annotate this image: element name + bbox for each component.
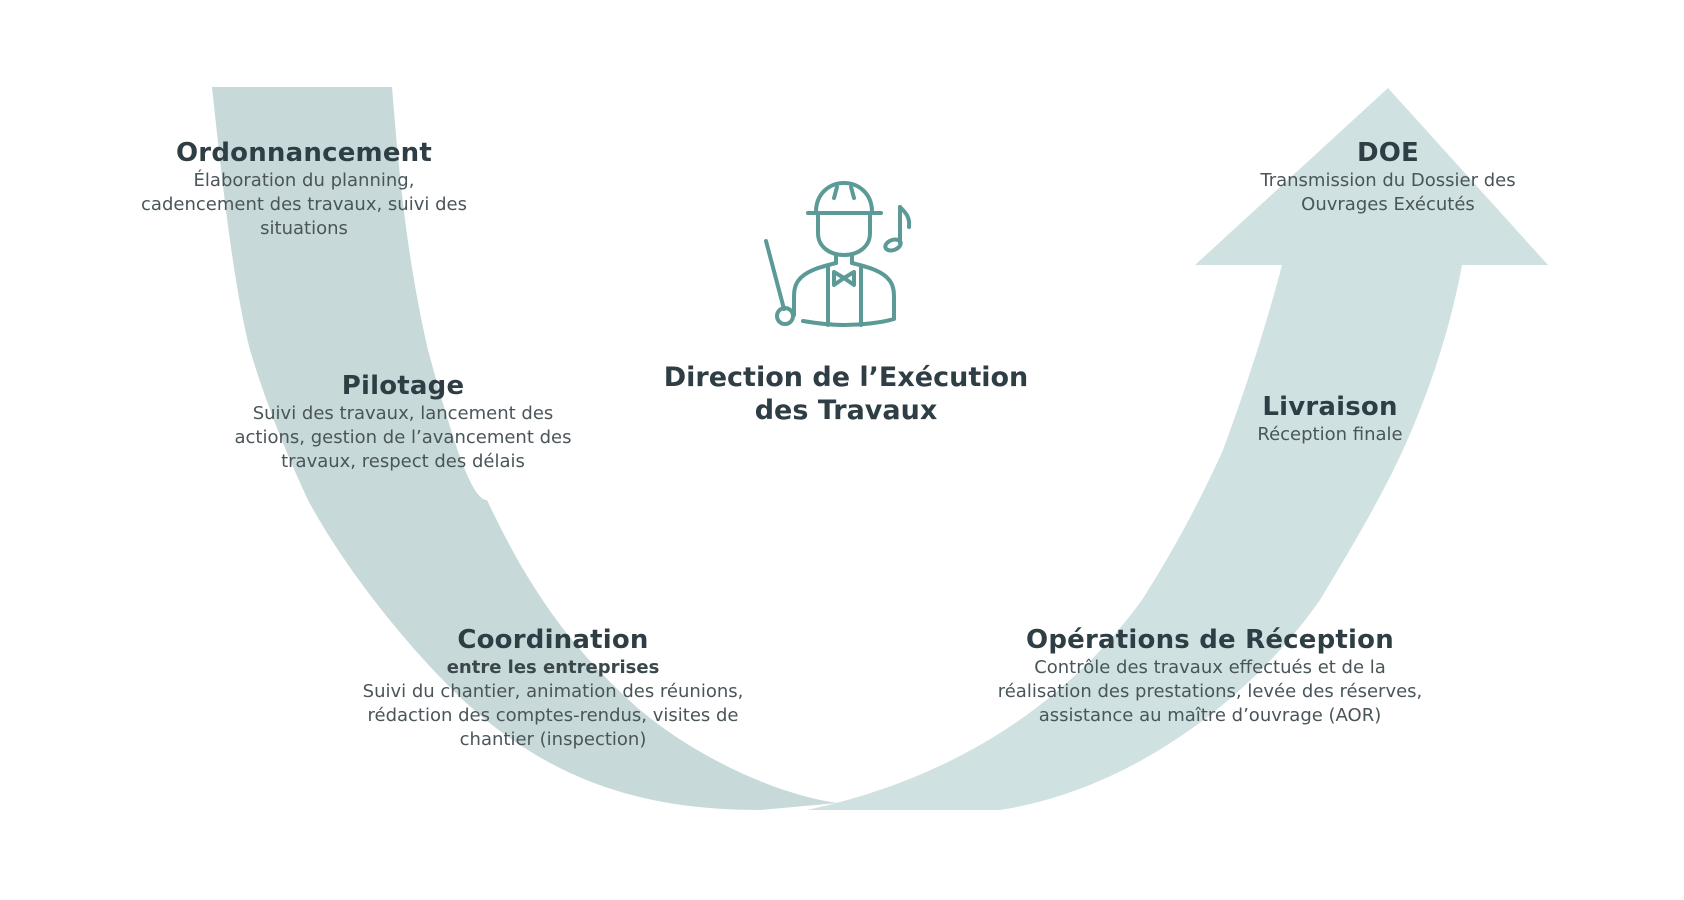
stage-desc-line: situations: [260, 218, 348, 239]
stage-desc-line: cadencement des travaux, suivi des: [141, 194, 467, 215]
stage-doe: DOE Transmission du Dossier des Ouvrages…: [1260, 137, 1515, 217]
stage-desc-line: Élaboration du planning,: [193, 170, 415, 191]
stage-desc-line: Ouvrages Exécutés: [1301, 194, 1475, 215]
stage-pilotage: Pilotage Suivi des travaux, lancement de…: [234, 370, 571, 474]
stage-title: Opérations de Réception: [1026, 625, 1394, 655]
stage-desc-line: travaux, respect des délais: [281, 451, 525, 472]
stage-desc-line: Transmission du Dossier des: [1260, 170, 1516, 191]
stage-desc-line: Réception finale: [1257, 424, 1403, 445]
stage-subtitle: entre les entreprises: [446, 657, 660, 678]
stage-title: Ordonnancement: [176, 138, 432, 168]
stage-desc-line: Suivi des travaux, lancement des: [252, 403, 554, 424]
right-ascending-band: [807, 88, 1548, 810]
conductor-worker-icon: [760, 175, 930, 335]
stage-ordonnancement: Ordonnancement Élaboration du planning, …: [141, 137, 467, 241]
center-title-line: des Travaux: [754, 395, 938, 426]
stage-desc-line: Suivi du chantier, animation des réunion…: [362, 681, 744, 702]
stage-title: Livraison: [1262, 392, 1398, 422]
stage-coordination: Coordination entre les entreprises Suivi…: [363, 624, 744, 752]
stage-desc-line: réalisation des prestations, levée des r…: [997, 681, 1423, 702]
left-descending-band: [212, 87, 837, 810]
stage-desc-line: actions, gestion de l’avancement des: [234, 427, 572, 448]
center-title-line: Direction de l’Exécution: [663, 362, 1029, 393]
center-title: Direction de l’Exécution des Travaux: [664, 361, 1029, 427]
stage-title: Coordination: [457, 625, 649, 655]
stage-desc-line: rédaction des comptes-rendus, visites de: [367, 705, 739, 726]
stage-operations-reception: Opérations de Réception Contrôle des tra…: [998, 624, 1423, 728]
stage-desc-line: chantier (inspection): [459, 729, 647, 750]
stage-title: Pilotage: [341, 371, 465, 401]
stage-desc-line: assistance au maître d’ouvrage (AOR): [1038, 705, 1382, 726]
stage-livraison: Livraison Réception finale: [1257, 391, 1402, 447]
stage-desc-line: Contrôle des travaux effectués et de la: [1034, 657, 1386, 678]
stage-title: DOE: [1356, 138, 1420, 168]
